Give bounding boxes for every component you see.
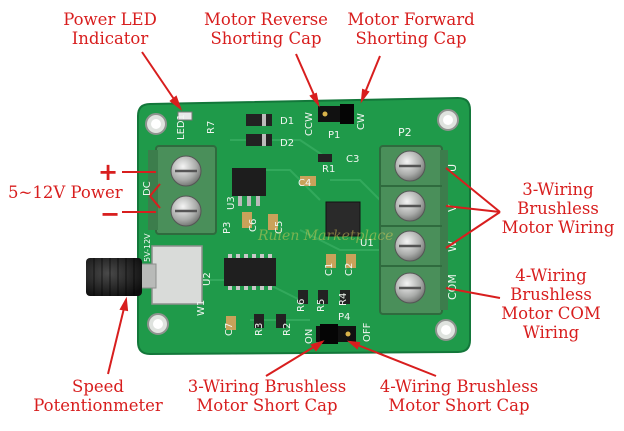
silk-off: OFF — [362, 322, 373, 342]
motor-terminal-block — [379, 145, 448, 315]
label-line: Motor Wiring — [501, 218, 615, 237]
silk-u: U — [446, 164, 459, 172]
silk-c4: C4 — [298, 178, 311, 189]
silk-c2: C2 — [344, 263, 355, 276]
components — [177, 111, 361, 330]
silk-on: ON — [304, 329, 315, 344]
silk-r3: R3 — [254, 323, 265, 336]
silk-c6: C6 — [248, 219, 259, 232]
minus-mark: − — [100, 200, 120, 228]
motor-direction-header — [318, 104, 354, 124]
silk-w: W — [446, 241, 459, 252]
label-line: 3-Wiring Brushless — [187, 377, 347, 396]
label-line: Speed — [72, 377, 124, 396]
label-line: 4-Wiring — [515, 266, 587, 285]
silk-u3: U3 — [226, 196, 237, 210]
label-power: 5~12V Power — [8, 183, 136, 202]
label-line: Brushless — [510, 285, 592, 304]
silk-p1: P1 — [328, 130, 340, 141]
wiring-mode-header — [316, 324, 356, 344]
silk-u2: U2 — [202, 272, 213, 286]
silk-c1: C1 — [324, 263, 335, 276]
label-four-short: 4-Wiring Brushless Motor Short Cap — [372, 377, 546, 415]
label-line: Potentionmeter — [33, 396, 163, 415]
label-line: Motor COM — [501, 304, 601, 323]
label-line: Motor Short Cap — [196, 396, 338, 415]
silk-cw: CW — [356, 113, 367, 130]
label-four-wiring-com: 4-Wiring Brushless Motor COM Wiring — [496, 266, 606, 342]
power-terminal-block — [148, 145, 217, 235]
silk-r7: R7 — [206, 121, 217, 134]
label-line: Motor Reverse — [204, 10, 328, 29]
label-line: Shorting Cap — [210, 29, 322, 48]
label-line: Power LED — [63, 10, 157, 29]
silk-r6: R6 — [296, 299, 307, 312]
label-line: 3-Wiring — [522, 180, 594, 199]
label-power-led: Power LED Indicator — [40, 10, 180, 48]
label-motor-forward: Motor Forward Shorting Cap — [338, 10, 484, 48]
silk-p2: P2 — [398, 126, 412, 139]
label-line: Motor Short Cap — [388, 396, 530, 415]
watermark: Ruien Marketplace — [257, 228, 393, 244]
label-speed-pot: Speed Potentionmeter — [26, 377, 170, 415]
silk-d2: D2 — [280, 138, 294, 149]
silk-c3: C3 — [346, 154, 359, 165]
silk-com: COM — [446, 274, 459, 300]
label-line: Motor Forward — [347, 10, 475, 29]
silk-p4: P4 — [338, 312, 350, 323]
silk-r1: R1 — [322, 164, 335, 175]
label-line: Indicator — [71, 29, 149, 48]
silk-ccw: CCW — [304, 112, 315, 136]
label-line: Brushless — [517, 199, 599, 218]
silk-u1: U1 — [360, 238, 374, 249]
silk-c7: C7 — [224, 323, 235, 336]
label-three-wiring: 3-Wiring Brushless Motor Wiring — [500, 180, 616, 237]
callout-lines — [107, 51, 501, 377]
mounting-holes — [145, 109, 459, 341]
silk-p3: P3 — [222, 222, 233, 234]
label-line: Wiring — [522, 323, 580, 342]
label-motor-reverse: Motor Reverse Shorting Cap — [196, 10, 336, 48]
silk-r2: R2 — [282, 323, 293, 336]
silk-d1: D1 — [280, 116, 294, 127]
label-line: 4-Wiring Brushless — [379, 377, 539, 396]
silk-v: V — [446, 204, 459, 212]
silk-dc: DC — [142, 181, 153, 196]
silk-led1: LED1 — [176, 114, 187, 140]
speed-potentiometer — [86, 245, 203, 305]
label-three-short: 3-Wiring Brushless Motor Short Cap — [180, 377, 354, 415]
label-line: 5~12V Power — [8, 183, 123, 202]
silk-vrange: 5V-12V — [143, 233, 152, 262]
silk-w1: W1 — [196, 300, 207, 316]
silk-r4: R4 — [338, 293, 349, 306]
silk-c5: C5 — [274, 221, 285, 234]
label-line: Shorting Cap — [355, 29, 467, 48]
plus-mark: + — [98, 158, 118, 186]
silk-r5: R5 — [316, 299, 327, 312]
silkscreen-text: LED1 R7 D1 D2 CCW P1 CW P2 R1 C3 C4 DC U… — [142, 112, 459, 344]
